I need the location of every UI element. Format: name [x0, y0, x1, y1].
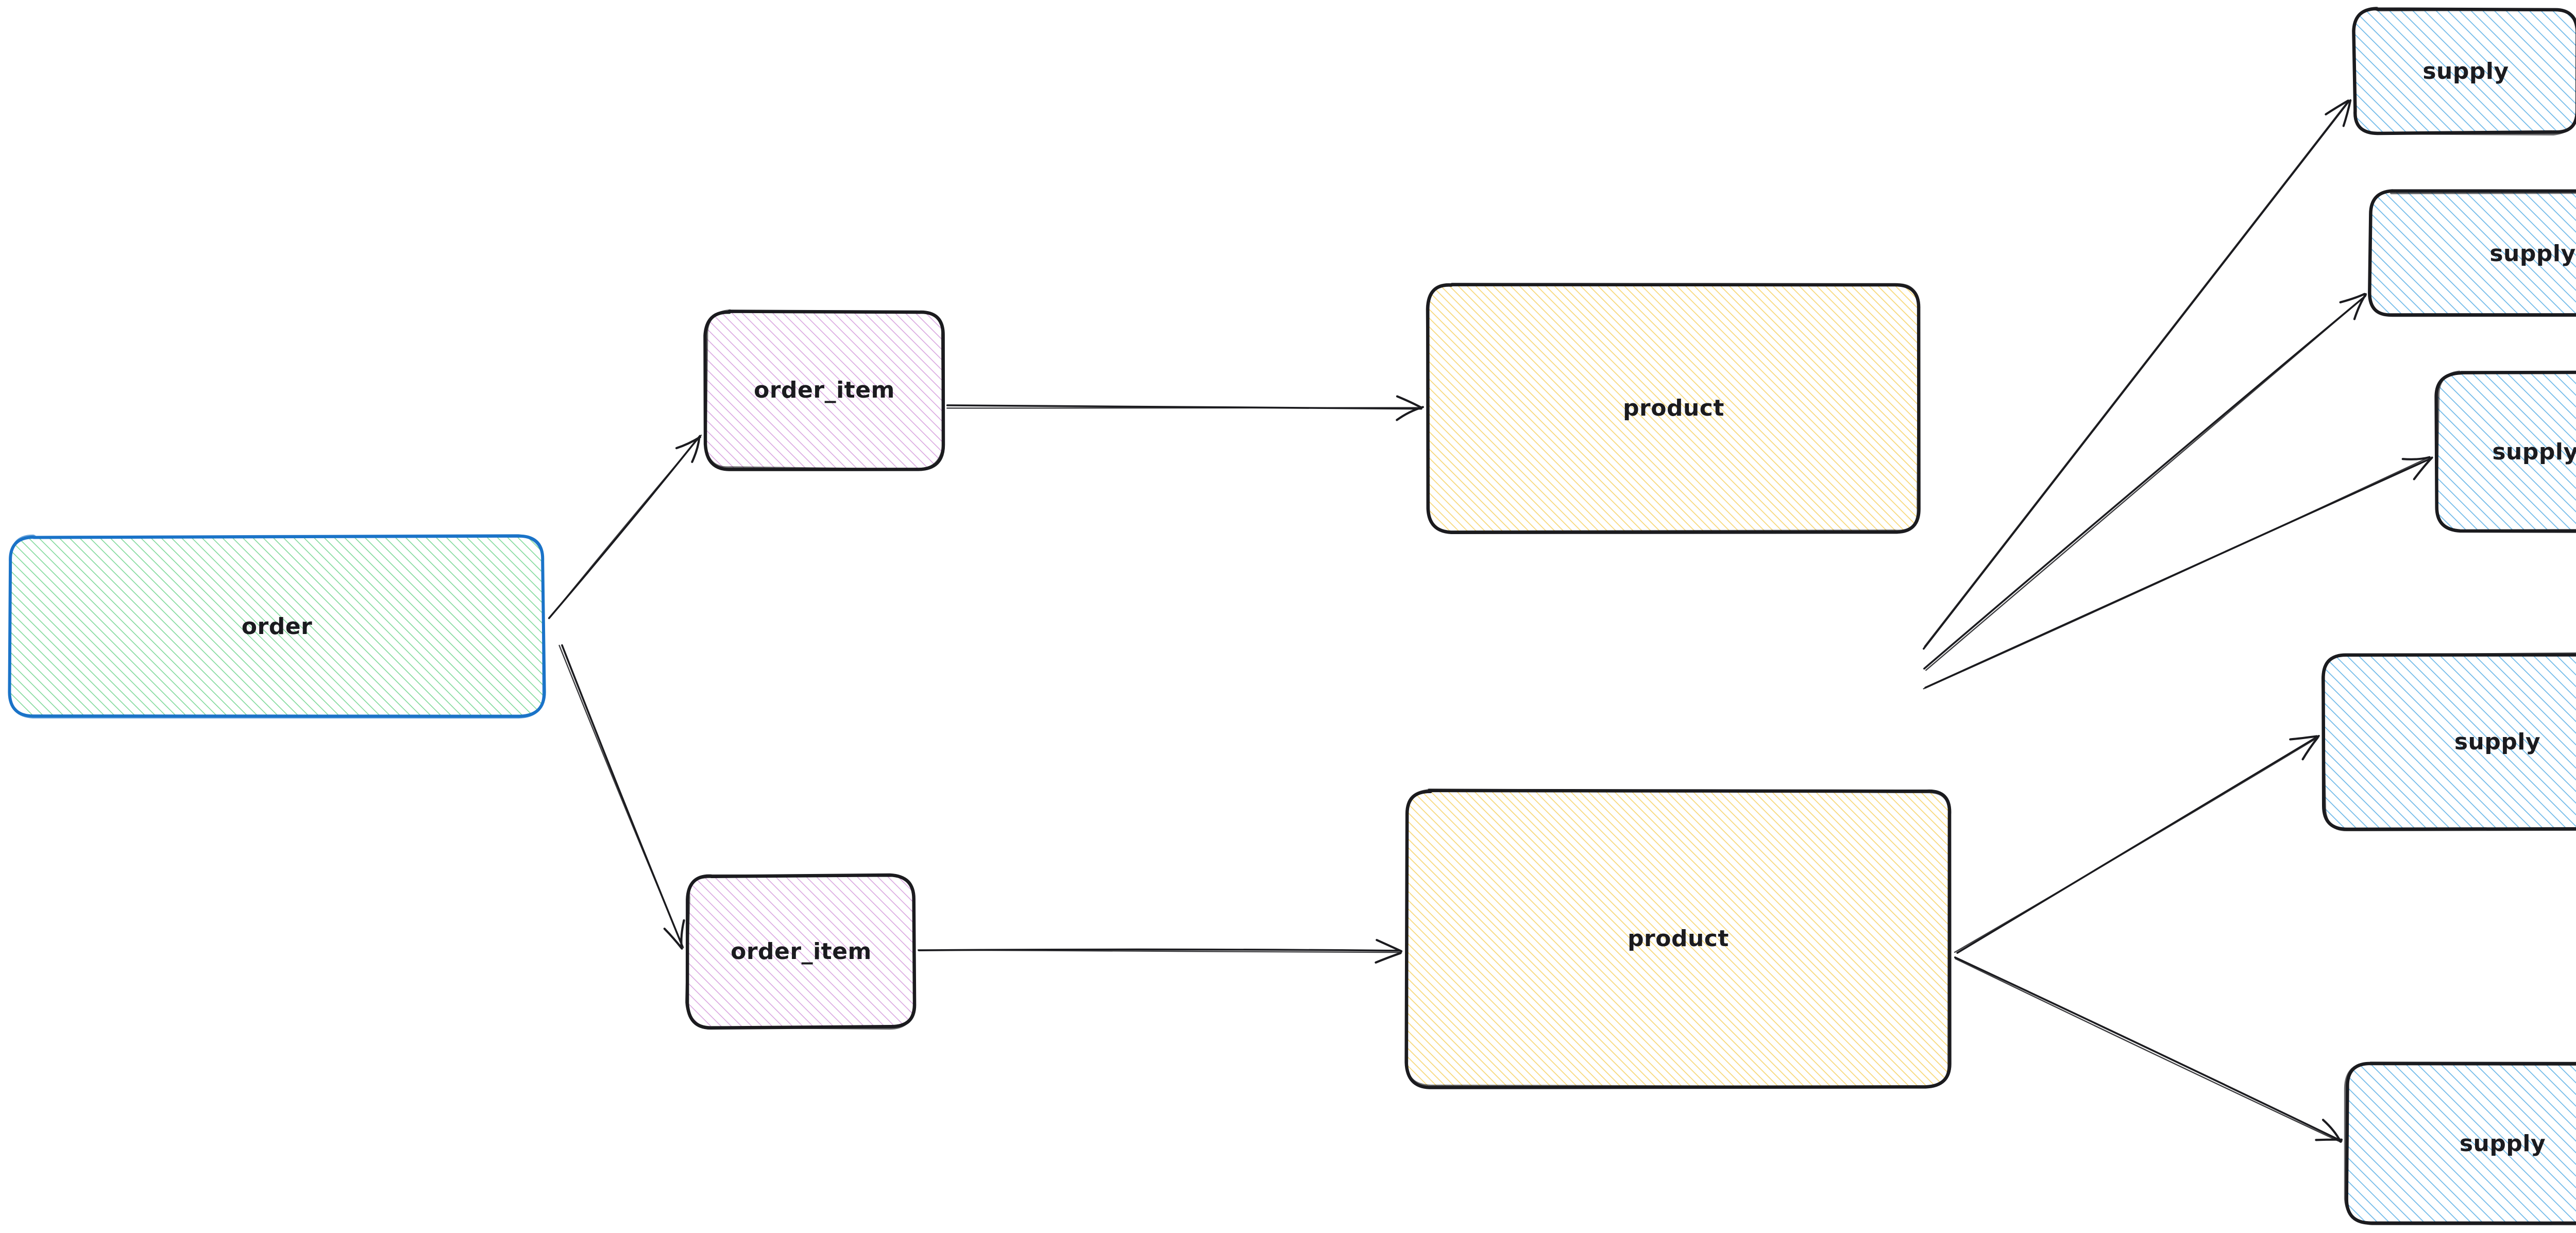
node-fill-supply_3 — [2436, 372, 2576, 532]
node-border-supply_4 — [2321, 652, 2576, 832]
node-border-supply_5 — [2344, 1062, 2576, 1226]
edge-product_2-to-supply_5 — [1954, 956, 2343, 1143]
node-supply_2[interactable] — [2368, 189, 2576, 317]
node-product_1[interactable] — [1426, 283, 1921, 534]
node-fill-supply_4 — [2323, 653, 2576, 830]
edge-product_2-to-supply_4 — [1954, 734, 2320, 954]
node-border-order — [8, 534, 545, 719]
node-order_item_1[interactable] — [703, 309, 945, 471]
nodes-layer — [8, 7, 2576, 1226]
node-border-supply_5 — [2345, 1061, 2576, 1225]
node-fill-order — [10, 536, 545, 715]
edge-order_item_2-to-product_2 — [917, 939, 1403, 964]
node-order[interactable] — [8, 534, 546, 719]
node-supply_5[interactable] — [2344, 1061, 2576, 1226]
node-supply_4[interactable] — [2321, 652, 2576, 832]
node-border-order_item_1 — [705, 309, 944, 471]
node-fill-product_1 — [1429, 283, 1920, 533]
edge-product_1-to-supply_1 — [1922, 99, 2352, 650]
node-fill-product_2 — [1405, 791, 1951, 1086]
edge-product_1-to-supply_3 — [1923, 456, 2433, 690]
node-border-product_1 — [1426, 283, 1920, 533]
edge-order-to-order_item_1 — [548, 434, 702, 620]
node-border-order_item_2 — [685, 874, 916, 1030]
node-border-supply_1 — [2352, 7, 2576, 136]
node-border-supply_2 — [2369, 189, 2576, 317]
edges-layer — [548, 99, 2433, 1143]
edge-order_item_1-to-product_1 — [946, 395, 1424, 421]
node-fill-order_item_2 — [688, 875, 915, 1029]
node-fill-supply_5 — [2346, 1063, 2576, 1224]
node-supply_3[interactable] — [2434, 370, 2576, 533]
node-fill-supply_2 — [2369, 192, 2576, 316]
node-fill-supply_1 — [2353, 9, 2576, 134]
edge-product_1-to-supply_2 — [1923, 293, 2367, 671]
node-supply_1[interactable] — [2352, 7, 2576, 136]
node-product_2[interactable] — [1404, 789, 1952, 1089]
edge-order-to-order_item_2 — [558, 644, 685, 950]
node-fill-order_item_1 — [705, 311, 943, 469]
node-order_item_2[interactable] — [685, 873, 917, 1030]
node-border-supply_3 — [2435, 370, 2576, 532]
node-border-product_2 — [1406, 789, 1950, 1088]
